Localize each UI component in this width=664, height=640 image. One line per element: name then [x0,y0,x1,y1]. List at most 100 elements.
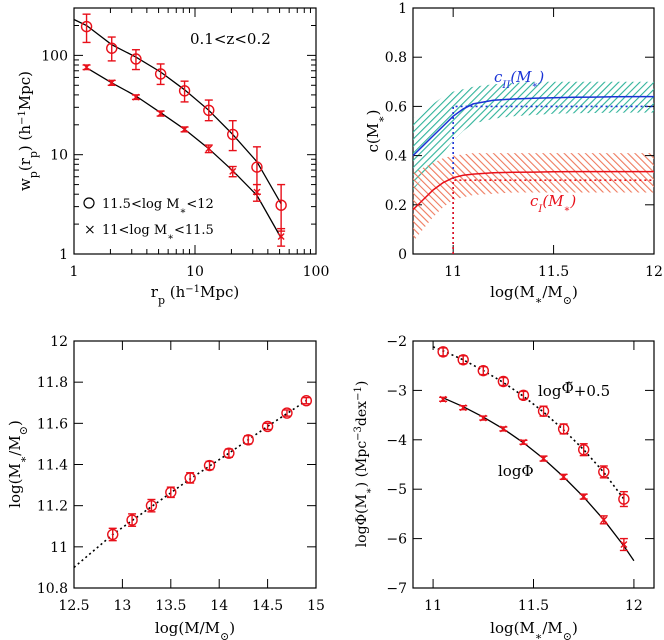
circle-marker [145,499,158,512]
legend-label: 11<log M∗<11.5 [102,223,214,243]
circle-marker [300,394,313,407]
y-axis-label: c(M∗) [364,110,388,153]
x-tick-label: 12.5 [58,598,89,614]
circle-marker [223,447,235,459]
circle-marker [130,53,142,65]
y-tick-label: 10.8 [37,581,68,597]
y-tick-label: −5 [386,482,407,498]
circle-marker [598,466,610,478]
cross-marker [439,395,447,403]
c1-series-label: cI(M∗) [530,192,576,215]
circle-marker [203,459,216,472]
circle-marker [107,528,119,541]
y-tick-label: 1 [59,247,68,263]
circle-marker [178,85,191,97]
y-axis-label: logΦ(M∗) (Mpc−3dex−1) [353,381,375,548]
fit-curve [432,346,625,500]
x-axis-label: log(M∗/M⊙) [490,283,578,307]
y-tick-label: −4 [386,433,407,449]
circle-marker [154,68,167,80]
cross-marker [277,233,285,241]
x-axis-label: rp (h−1Mpc) [151,283,239,307]
circle-marker [557,423,570,435]
fit-curve [73,18,282,205]
cross-marker [83,63,91,71]
y-tick-label: 11 [50,540,68,556]
y-tick-label: −7 [386,581,407,597]
redshift-annotation: 0.1<z<0.2 [190,30,271,48]
circle-marker [80,20,93,33]
x-tick-label: 11 [444,264,462,280]
x-tick-label: 11.5 [518,598,549,614]
fit-curve [442,397,635,562]
circle-marker [281,407,293,419]
x-tick-label: 14.5 [252,598,283,614]
x-tick-label: 12 [645,264,663,280]
y-axis-label: log(M∗/M⊙) [6,420,30,508]
c2-curve [412,95,654,157]
cross-marker [560,473,568,481]
y-tick-label: −6 [386,532,407,548]
x-tick-label: 15 [307,598,325,614]
x-tick-label: 1 [70,264,79,280]
y-tick-label: 0.8 [385,50,407,66]
data-marks [432,346,635,562]
circle-marker [537,405,550,417]
legend-circle-marker [83,197,95,209]
circle-marker [184,472,196,484]
x-tick-label: 11 [424,598,442,614]
y-tick-label: −2 [386,334,407,350]
y-tick-label: 0 [398,247,407,263]
circle-marker [517,389,530,402]
cross-marker [108,79,116,87]
y-axis-label: wp(rp) (h−1Mpc) [16,71,40,191]
y-tick-label: 1 [398,1,407,17]
cross-marker [519,438,527,446]
y-tick-label: −3 [386,383,407,399]
cross-marker [600,516,608,524]
c2-error-band [413,81,654,190]
legend: 11.5<log M∗<12 × 11<log M∗<11.5 [83,197,214,243]
cross-marker [157,109,165,117]
cross-marker [229,167,237,175]
circle-marker [242,434,254,446]
x-tick-label: 11.5 [538,264,569,280]
circle-marker [457,354,469,366]
circle-marker [126,514,138,526]
circle-marker [477,364,489,377]
data-marks [73,394,313,569]
x-tick-label: 100 [303,264,330,280]
circle-marker [275,199,287,211]
legend-cross-marker: × [84,222,96,238]
x-tick-label: 13 [113,598,131,614]
circle-marker [203,104,215,116]
circle-marker [106,42,118,54]
circle-marker [578,443,590,456]
legend-label: 11.5<log M∗<12 [102,197,214,217]
circle-marker [227,128,239,141]
y-tick-label: 0.2 [385,198,407,214]
x-tick-label: 12 [625,598,643,614]
y-tick-label: 11.8 [37,375,68,391]
cross-marker [499,425,507,433]
data-marks [412,95,654,254]
cross-marker [620,541,628,549]
circle-marker [165,486,177,498]
cross-marker [205,145,213,153]
c1-error-band [413,153,654,242]
x-tick-label: 14 [210,598,228,614]
cross-marker [540,455,548,463]
y-tick-label: 0.4 [385,149,407,165]
x-tick-label: 13.5 [155,598,186,614]
x-axis-label: log(M/M⊙) [155,619,235,640]
y-tick-label: 11.4 [37,458,68,474]
cross-marker [132,93,140,101]
axis-ticks: 11 11.5 12 −7 −6 −5 −4 −3 −2 [386,334,654,614]
cross-marker [253,188,261,196]
cross-marker [479,414,487,422]
